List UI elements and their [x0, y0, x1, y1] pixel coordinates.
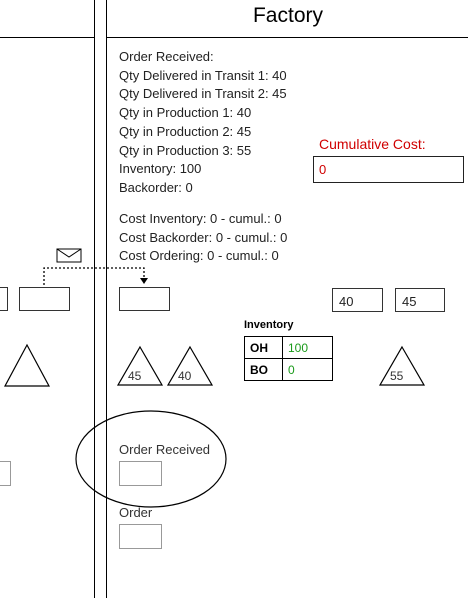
info-production-3: Qty in Production 3: 55 — [119, 142, 252, 158]
order-received-label: Order Received — [119, 442, 211, 457]
transit-triangle-2-icon — [166, 345, 214, 386]
transit-triangle-1-label: 45 — [128, 369, 142, 383]
left-edge-box[interactable] — [0, 287, 8, 311]
table-row: BO 0 — [244, 358, 333, 381]
transit-triangle-2-label: 40 — [178, 369, 192, 383]
highlight-ellipse — [75, 410, 227, 508]
info-backorder: Backorder: 0 — [119, 179, 193, 195]
info-inventory: Inventory: 100 — [119, 161, 202, 177]
column-divider-left — [94, 0, 95, 598]
left-order-box[interactable] — [19, 287, 70, 311]
cost-inventory: Cost Inventory: 0 - cumul.: 0 — [119, 211, 282, 226]
left-triangle-icon — [3, 343, 51, 387]
info-transit-1: Qty Delivered in Transit 1: 40 — [119, 67, 287, 83]
left-order-received-box[interactable] — [0, 461, 11, 486]
info-production-2: Qty in Production 2: 45 — [119, 123, 252, 139]
envelope-icon[interactable] — [56, 248, 82, 263]
column-divider-right — [106, 0, 107, 598]
factory-order-box[interactable] — [119, 287, 170, 311]
cumulative-cost-label: Cumulative Cost: — [319, 136, 426, 152]
order-input-box[interactable] — [119, 524, 162, 549]
inventory-key-oh: OH — [244, 336, 283, 359]
inventory-title: Inventory — [244, 319, 294, 331]
cost-backorder: Cost Backorder: 0 - cumul.: 0 — [119, 229, 288, 245]
info-transit-2: Qty Delivered in Transit 2: 45 — [119, 86, 287, 102]
info-production-1: Qty in Production 1: 40 — [119, 105, 252, 121]
header-divider-right — [107, 37, 468, 38]
factory-title: Factory — [252, 4, 323, 27]
factory-info: Order Received: Qty Delivered in Transit… — [119, 48, 287, 198]
header-divider-left — [0, 37, 94, 38]
inventory-key-bo: BO — [244, 358, 283, 381]
message-connector — [43, 248, 148, 285]
inventory-value-oh: 100 — [282, 336, 333, 359]
triangles-layer — [3, 343, 426, 387]
inventory-table: OH 100 BO 0 — [244, 336, 333, 381]
cost-info: Cost Inventory: 0 - cumul.: 0 Cost Backo… — [119, 210, 287, 266]
cost-ordering: Cost Ordering: 0 - cumul.: 0 — [119, 248, 279, 264]
cumulative-cost-value: 0 — [313, 156, 464, 183]
production-triangle-icon — [378, 345, 426, 386]
order-label: Order — [119, 505, 153, 520]
production-triangle-label: 55 — [390, 369, 404, 383]
table-row: OH 100 — [244, 336, 333, 359]
info-order-received: Order Received: — [119, 49, 214, 64]
transit-triangle-1-icon — [116, 345, 164, 386]
production-box-1: 40 — [332, 288, 383, 312]
inventory-value-bo: 0 — [282, 358, 333, 381]
order-received-box[interactable] — [119, 461, 162, 486]
production-box-2: 45 — [395, 288, 445, 312]
